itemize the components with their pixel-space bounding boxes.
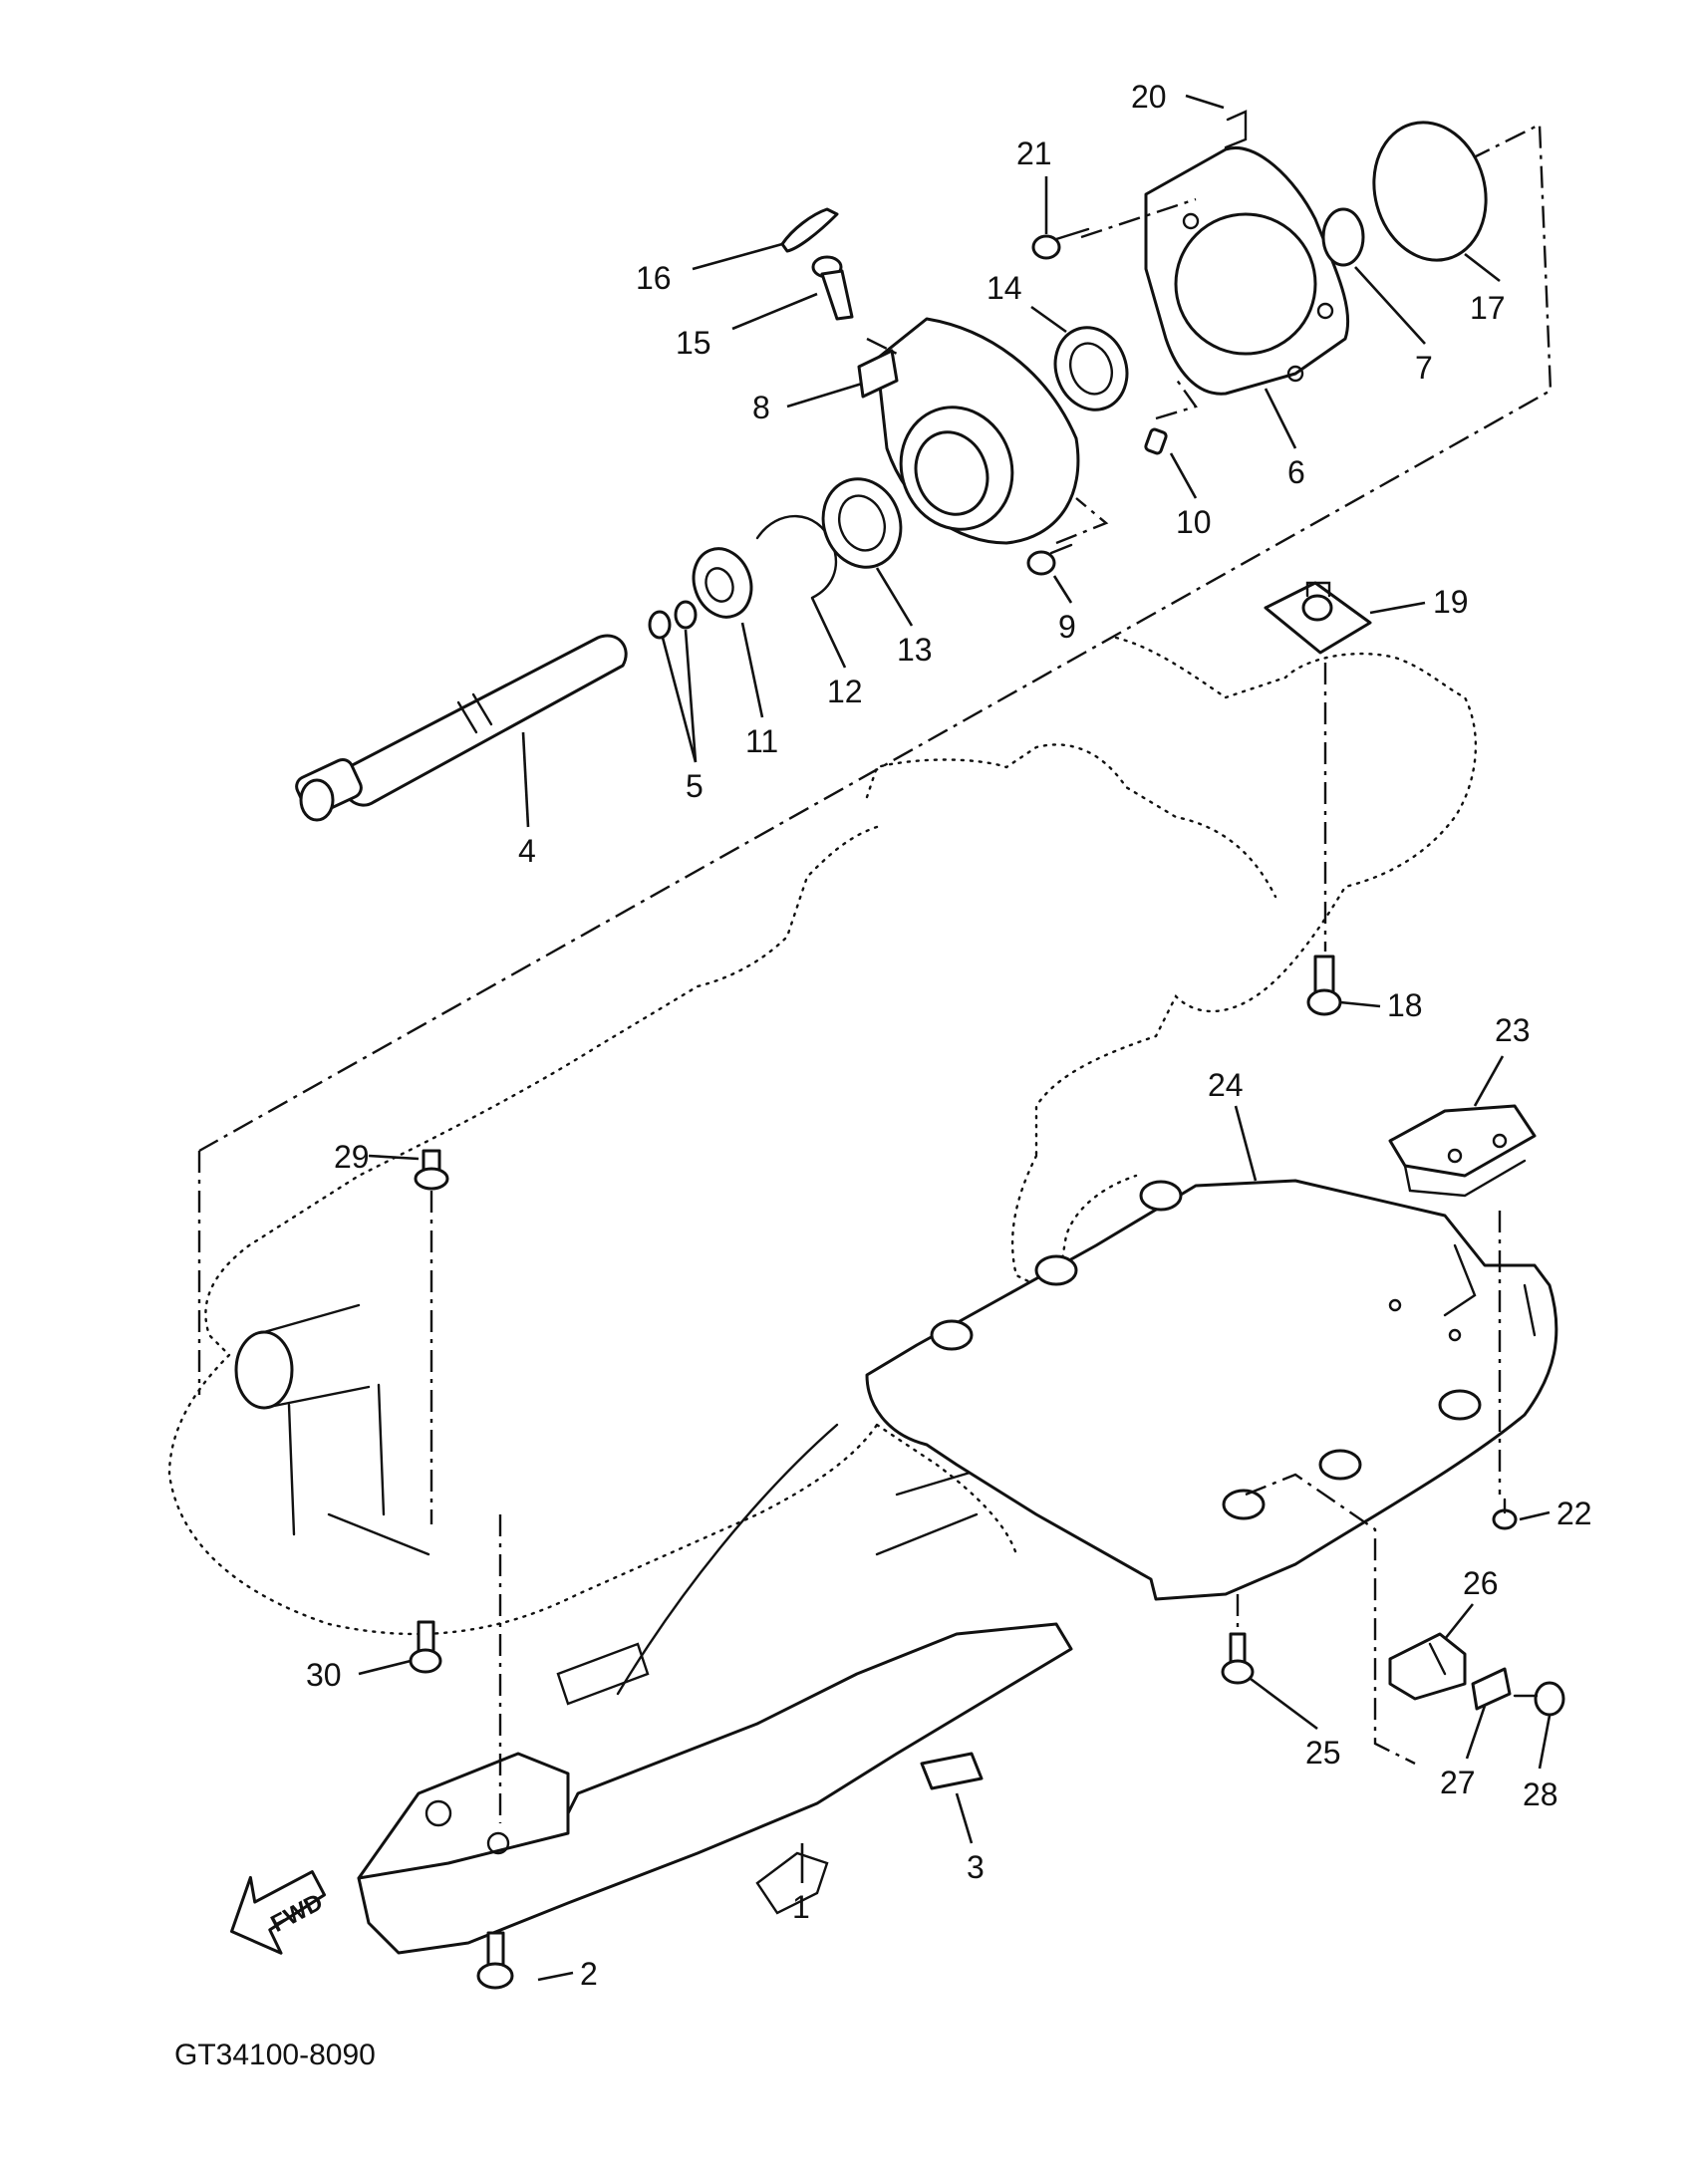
drawing-code: GT34100-8090 (174, 2039, 376, 2071)
callout-18: 18 (1387, 987, 1423, 1023)
callout-27: 27 (1440, 1765, 1476, 1800)
part-2-bolt (476, 1931, 514, 1990)
part-1-ride-plate (357, 1423, 1073, 1955)
callout-21: 21 (1016, 136, 1052, 171)
part-27-plate (1471, 1667, 1512, 1711)
part-15-bolt (811, 255, 854, 321)
callout-4: 4 (518, 833, 536, 869)
part-5-o-rings (648, 600, 698, 640)
jet-pump-housing (167, 636, 1478, 1636)
callout-2: 2 (580, 1956, 598, 1992)
callout-1: 1 (792, 1889, 810, 1925)
part-18-bolt (1306, 955, 1342, 1016)
part-23-bracket (1388, 1104, 1537, 1198)
callout-29: 29 (334, 1139, 370, 1175)
callout-16: 16 (636, 260, 672, 296)
part-20-clip (1224, 110, 1248, 149)
callout-7: 7 (1415, 350, 1433, 386)
callout-26: 26 (1463, 1565, 1499, 1601)
part-11-spacer (692, 547, 753, 619)
callout-3: 3 (967, 1849, 985, 1885)
part-28-bolt (1513, 1681, 1565, 1717)
callout-22: 22 (1556, 1496, 1592, 1531)
part-22-bolt (1492, 1498, 1518, 1530)
callout-8: 8 (752, 390, 770, 425)
part-29-bolt (414, 1149, 449, 1191)
part-9-bolt (1026, 543, 1073, 576)
part-13-bearing (821, 477, 903, 569)
callout-5: 5 (686, 768, 704, 804)
part-3-plate (920, 1752, 984, 1790)
part-17-large-o-ring (1372, 121, 1488, 262)
callout-15: 15 (676, 325, 711, 361)
leader-lines (358, 94, 1552, 1982)
part-4-drive-shaft (295, 634, 628, 822)
part-24-cooling-plate (865, 1179, 1558, 1601)
part-6-housing-cover (1144, 146, 1350, 396)
callout-23: 23 (1495, 1012, 1531, 1048)
callout-numbers: 1 2 3 4 5 6 7 8 9 10 11 12 13 14 15 16 1… (306, 79, 1592, 1992)
callout-11: 11 (745, 723, 778, 759)
part-7-o-ring (1321, 207, 1365, 267)
callout-12: 12 (827, 674, 863, 709)
callout-13: 13 (897, 632, 933, 668)
callout-19: 19 (1433, 584, 1469, 620)
part-21-bolt (1031, 227, 1090, 260)
part-8-bearing-housing (857, 317, 1080, 545)
part-26-bracket (1388, 1632, 1467, 1701)
callout-6: 6 (1287, 454, 1305, 490)
callout-9: 9 (1058, 609, 1076, 645)
callout-30: 30 (306, 1657, 342, 1693)
fwd-arrow-icon: FWD (229, 1870, 327, 1955)
callout-25: 25 (1305, 1735, 1341, 1771)
part-19-gasket (1264, 581, 1372, 655)
callout-10: 10 (1176, 504, 1212, 540)
callout-20: 20 (1131, 79, 1167, 115)
part-25-bolt (1221, 1632, 1255, 1685)
assembly-guides (429, 197, 1502, 1823)
part-16-clip (780, 207, 839, 253)
part-14-bearing (1053, 326, 1129, 411)
part-30-bolt (409, 1620, 442, 1674)
callout-17: 17 (1470, 290, 1506, 326)
part-10-dowel-pin (1144, 427, 1168, 455)
callout-28: 28 (1523, 1776, 1558, 1812)
callout-24: 24 (1208, 1067, 1244, 1103)
callout-14: 14 (987, 270, 1022, 306)
